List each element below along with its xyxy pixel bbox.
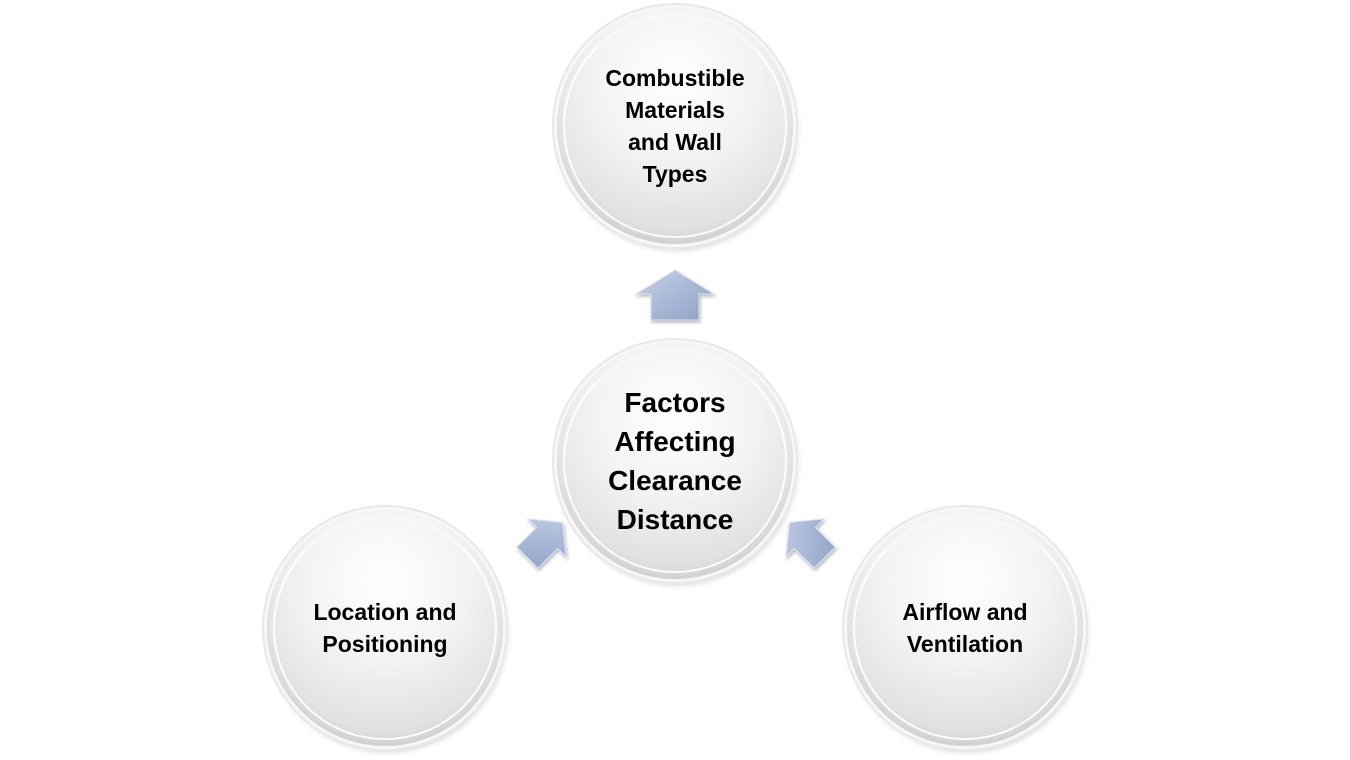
arrow-down-right-icon	[785, 518, 837, 570]
arrow-down-left-icon	[515, 518, 567, 570]
arrow-up-icon	[634, 269, 716, 321]
